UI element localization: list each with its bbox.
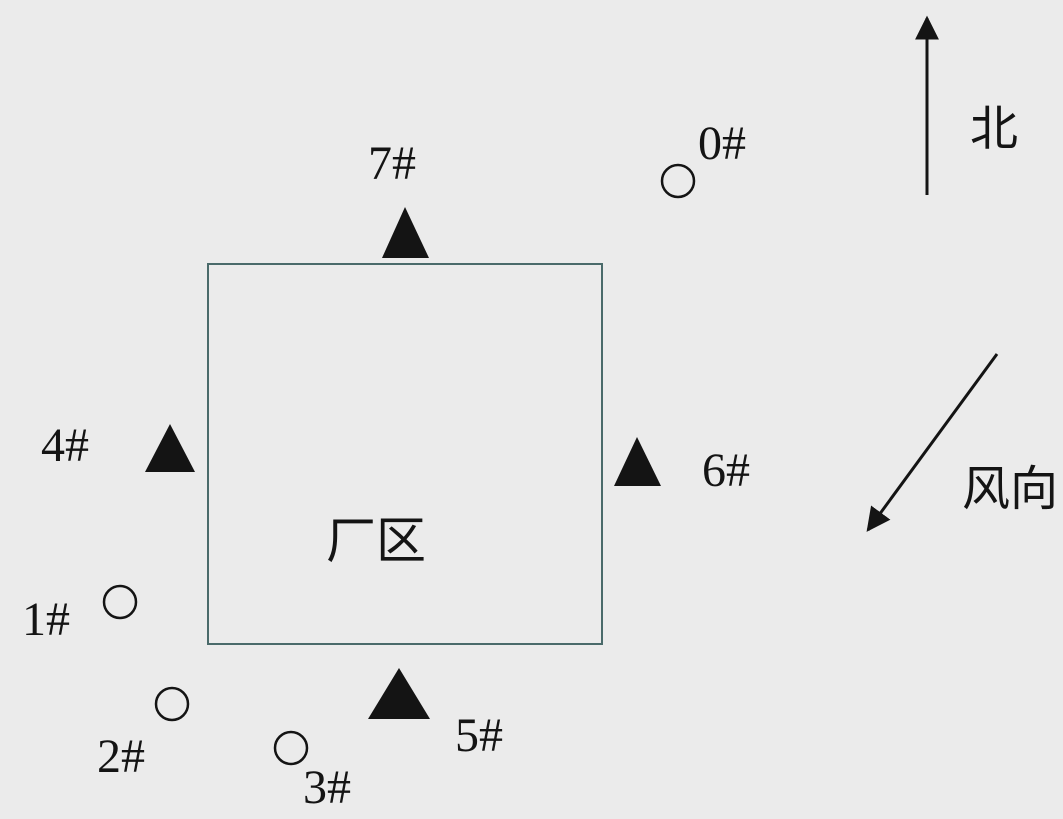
point-label-5: 5# — [455, 709, 503, 762]
wind-direction-arrow-icon — [866, 353, 999, 532]
point-marker-7 — [382, 207, 429, 258]
plant-area-label: 厂区 — [326, 513, 426, 569]
point-label-4: 4# — [41, 419, 89, 472]
point-marker-5 — [368, 668, 430, 719]
point-marker-3 — [273, 730, 309, 766]
point-marker-4 — [145, 424, 195, 472]
point-label-6: 6# — [702, 444, 750, 497]
point-marker-0 — [660, 163, 696, 199]
point-marker-2 — [154, 686, 190, 722]
wind-direction-label: 风向 — [962, 463, 1059, 516]
north-label: 北 — [970, 103, 1019, 156]
point-label-0: 0# — [698, 117, 746, 170]
point-label-3: 3# — [303, 761, 351, 814]
point-label-2: 2# — [97, 730, 145, 783]
point-label-7: 7# — [368, 137, 416, 190]
point-marker-1 — [102, 584, 138, 620]
plant-area-boundary — [207, 263, 603, 645]
point-label-1: 1# — [22, 593, 70, 646]
point-marker-6 — [614, 437, 661, 486]
